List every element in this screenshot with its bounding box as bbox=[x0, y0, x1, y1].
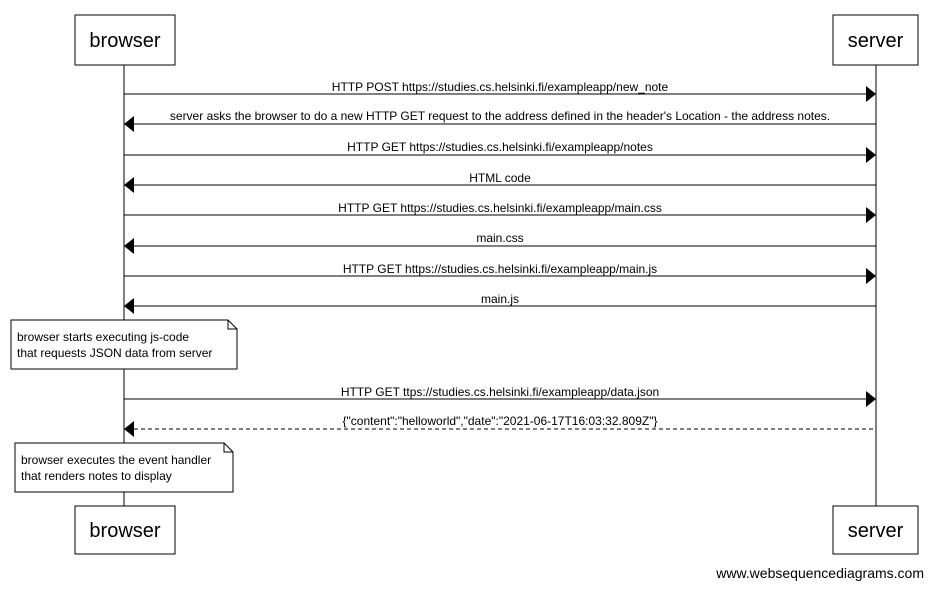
message-4-label: HTML code bbox=[469, 171, 531, 185]
message-3: HTTP GET https://studies.cs.helsinki.fi/… bbox=[124, 140, 876, 163]
participant-browser-bottom-label: browser bbox=[89, 520, 160, 542]
note-1-line-2: that requests JSON data from server bbox=[17, 346, 212, 360]
message-10-label: {"content":"helloworld","date":"2021-06-… bbox=[343, 414, 658, 428]
note-2-line-2: that renders notes to display bbox=[21, 469, 172, 483]
message-2-label: server asks the browser to do a new HTTP… bbox=[170, 109, 830, 123]
participant-server-top-label: server bbox=[848, 30, 904, 52]
message-5: HTTP GET https://studies.cs.helsinki.fi/… bbox=[124, 201, 876, 223]
message-9-label: HTTP GET ttps://studies.cs.helsinki.fi/e… bbox=[341, 385, 659, 399]
message-10: {"content":"helloworld","date":"2021-06-… bbox=[124, 414, 876, 437]
message-2: server asks the browser to do a new HTTP… bbox=[124, 109, 876, 132]
message-8-label: main.js bbox=[481, 292, 519, 306]
message-7-label: HTTP GET https://studies.cs.helsinki.fi/… bbox=[343, 262, 657, 276]
participant-server-top: server bbox=[832, 14, 919, 66]
participant-browser-bottom: browser bbox=[74, 505, 176, 555]
message-5-label: HTTP GET https://studies.cs.helsinki.fi/… bbox=[338, 201, 662, 215]
footer-credit: www.websequencediagrams.com bbox=[715, 565, 924, 581]
note-1-line-1: browser starts executing js-code bbox=[17, 330, 189, 344]
note-2: browser executes the event handler that … bbox=[14, 442, 234, 493]
note-1: browser starts executing js-code that re… bbox=[10, 319, 238, 370]
participant-server-bottom: server bbox=[832, 505, 919, 555]
message-7: HTTP GET https://studies.cs.helsinki.fi/… bbox=[124, 262, 876, 284]
participant-browser-top-label: browser bbox=[89, 30, 160, 52]
note-2-line-1: browser executes the event handler bbox=[21, 453, 211, 467]
message-9: HTTP GET ttps://studies.cs.helsinki.fi/e… bbox=[124, 385, 876, 407]
participant-server-bottom-label: server bbox=[848, 520, 904, 542]
message-3-label: HTTP GET https://studies.cs.helsinki.fi/… bbox=[347, 140, 653, 154]
message-6-label: main.css bbox=[476, 231, 523, 245]
message-1-label: HTTP POST https://studies.cs.helsinki.fi… bbox=[332, 80, 669, 94]
message-8: main.js bbox=[124, 292, 876, 314]
message-4: HTML code bbox=[124, 171, 876, 193]
message-1: HTTP POST https://studies.cs.helsinki.fi… bbox=[124, 80, 876, 102]
participant-browser-top: browser bbox=[74, 14, 176, 66]
message-6: main.css bbox=[124, 231, 876, 254]
